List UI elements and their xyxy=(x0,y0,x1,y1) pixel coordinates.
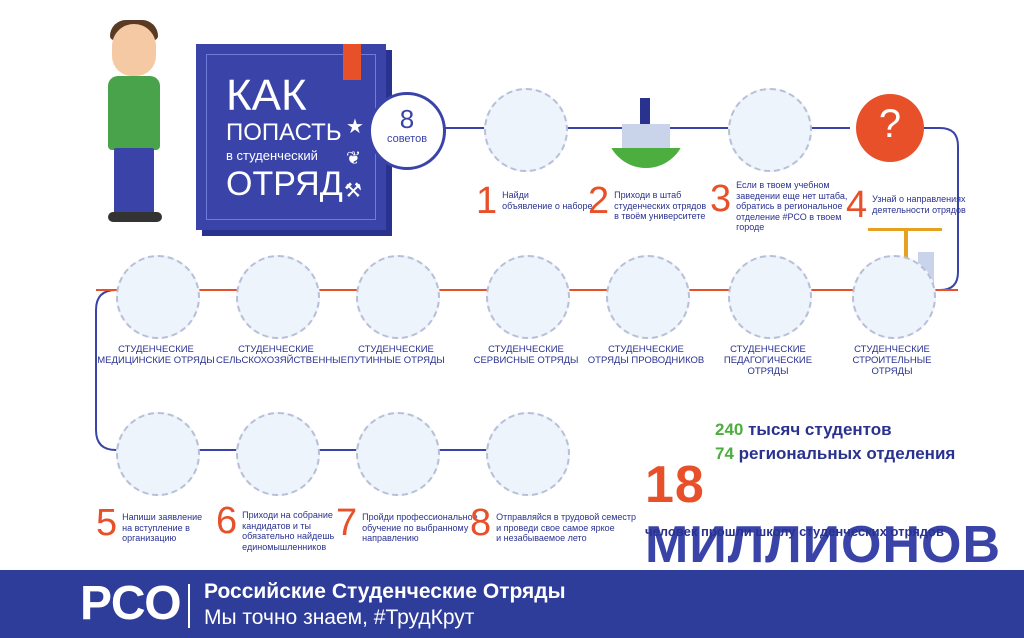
tools-icon: ⚒ xyxy=(344,180,362,202)
step-number: 8 xyxy=(470,502,492,544)
step-number: 3 xyxy=(710,178,732,220)
step-text: Пройди профессиональное обучение по выбр… xyxy=(362,512,478,543)
step-8: 8 Отправляйся в трудовой семестр и прове… xyxy=(470,504,636,544)
regions-number: 74 xyxy=(715,444,734,463)
direction-label-service: СТУДЕНЧЕСКИЕ СЕРВИСНЫЕ ОТРЯДЫ xyxy=(473,344,579,366)
step-text: Приходи на собрание кандидатов и ты обяз… xyxy=(242,510,335,552)
character-shoes xyxy=(108,212,162,222)
millions-number: 18 xyxy=(645,456,705,514)
book-title-line1: КАК xyxy=(226,71,307,120)
step-8-illustration xyxy=(486,412,570,496)
step-text: Узнай о направлениях деятельности отрядо… xyxy=(872,194,966,215)
character-legs xyxy=(114,148,154,214)
regions-text: региональных отделения xyxy=(738,444,956,463)
step-number: 5 xyxy=(96,502,118,544)
tips-count: 8 xyxy=(399,104,415,134)
step-2-illustration xyxy=(606,88,686,168)
step-4-illustration: ? xyxy=(850,88,930,168)
step-number: 6 xyxy=(216,500,238,542)
millions-word: МИЛЛИОНОВ xyxy=(645,516,1002,574)
book-title-line4: ОТРЯД xyxy=(226,165,343,203)
fishing-illustration xyxy=(356,255,440,339)
step-6-illustration xyxy=(236,412,320,496)
step-7-illustration xyxy=(356,412,440,496)
bookmark-ribbon xyxy=(343,44,361,80)
step-number: 4 xyxy=(846,184,868,226)
students-text: тысяч студентов xyxy=(748,420,892,439)
direction-label-fishing: СТУДЕНЧЕСКИЕ ПУТИННЫЕ ОТРЯДЫ xyxy=(347,344,445,366)
pedagogical-illustration xyxy=(728,255,812,339)
step-6: 6 Приходи на собрание кандидатов и ты об… xyxy=(216,502,334,552)
agriculture-illustration xyxy=(236,255,320,339)
title-book: КАК ПОПАСТЬ в студенческий ОТРЯД ★ ❦ ⚒ xyxy=(196,44,386,230)
medical-illustration xyxy=(116,255,200,339)
step-text: Отправляйся в трудовой семестр и проведи… xyxy=(496,512,637,543)
step-5: 5 Напиши заявление на вступление в орган… xyxy=(96,504,202,544)
service-illustration xyxy=(486,255,570,339)
direction-label-medical: СТУДЕНЧЕСКИЕ МЕДИЦИНСКИЕ ОТРЯДЫ xyxy=(97,344,215,366)
step-3: 3 Если в твоем учебном заведении еще нет… xyxy=(710,180,847,233)
rso-logo-text: РСО xyxy=(80,577,182,630)
footer-org-name: Российские Студенческие Отряды xyxy=(204,580,566,603)
step-1: 1 Найди объявление о наборе xyxy=(476,182,593,220)
question-mark-icon: ? xyxy=(878,102,902,146)
book-title-line3: в студенческий xyxy=(226,148,318,163)
step-text: Найди объявление о наборе xyxy=(502,190,593,211)
footer-bar xyxy=(0,570,1024,638)
step-text: Приходи в штаб студенческих отрядов в тв… xyxy=(614,190,707,221)
step-text: Напиши заявление на вступление в организ… xyxy=(122,512,203,543)
step-number: 7 xyxy=(336,502,358,544)
step-7: 7 Пройди профессиональное обучение по вы… xyxy=(336,504,478,544)
millions-stat: 18 МИЛЛИОНОВ xyxy=(645,455,1024,575)
millions-caption: человек прошли школу студенческих отрядо… xyxy=(645,524,944,539)
book-title-line2: ПОПАСТЬ xyxy=(226,119,342,146)
character-body xyxy=(108,76,160,150)
tips-label: советов xyxy=(386,133,428,145)
leaf-icon: ❦ xyxy=(346,148,362,168)
direction-label-conductors: СТУДЕНЧЕСКИЕ ОТРЯДЫ ПРОВОДНИКОВ xyxy=(587,344,705,366)
step-number: 1 xyxy=(476,180,498,222)
step-1-illustration xyxy=(484,88,568,172)
step-2: 2 Приходи в штаб студенческих отрядов в … xyxy=(588,182,706,222)
step-number: 2 xyxy=(588,180,610,222)
character-head xyxy=(112,24,156,76)
direction-label-pedagogical: СТУДЕНЧЕСКИЕ ПЕДАГОГИЧЕСКИЕ ОТРЯДЫ xyxy=(723,344,813,377)
step-3-illustration xyxy=(728,88,812,172)
footer-slogan: Мы точно знаем, #ТрудКрут xyxy=(204,606,475,629)
students-stat: 240 тысяч студентов xyxy=(715,420,892,440)
construction-illustration xyxy=(852,255,936,339)
students-number: 240 xyxy=(715,420,744,439)
step-5-illustration xyxy=(116,412,200,496)
footer-divider xyxy=(188,584,190,628)
tips-count-badge: 8 советов xyxy=(368,92,446,170)
conductors-illustration xyxy=(606,255,690,339)
star-icon: ★ xyxy=(346,116,364,138)
direction-label-construction: СТУДЕНЧЕСКИЕ СТРОИТЕЛЬНЫЕ ОТРЯДЫ xyxy=(852,344,932,377)
step-4: 4 Узнай о направлениях деятельности отря… xyxy=(846,186,966,224)
regions-stat: 74 региональных отделения xyxy=(715,444,955,464)
step-text: Если в твоем учебном заведении еще нет ш… xyxy=(736,180,848,232)
direction-label-agriculture: СТУДЕНЧЕСКИЕ СЕЛЬСКОХОЗЯЙСТВЕННЫЕ xyxy=(216,344,347,366)
